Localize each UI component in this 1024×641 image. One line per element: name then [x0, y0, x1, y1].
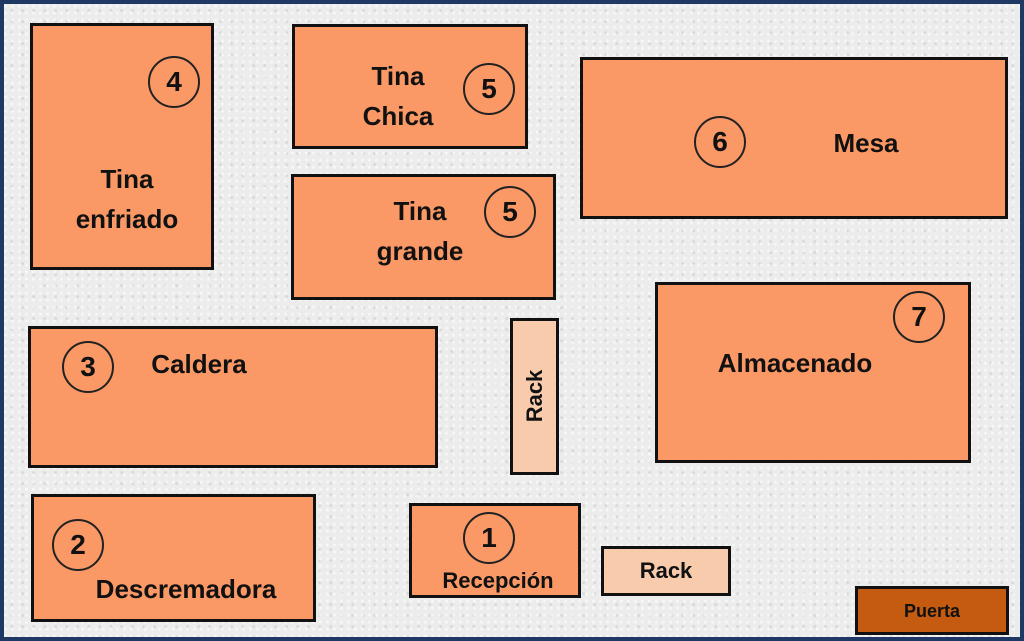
area-label-descremadora: Descremadora [95, 574, 277, 604]
rack-horizontal [601, 546, 731, 596]
door [855, 586, 1009, 635]
step-number-6: 6 [694, 116, 746, 168]
area-label-caldera: Caldera [151, 349, 247, 379]
step-number-5-grande: 5 [484, 186, 536, 238]
area-label-almacenado: Almacenado [717, 348, 873, 378]
area-label-tina-chica: Tina Chica [362, 61, 434, 131]
area-label-mesa: Mesa [833, 128, 899, 158]
step-number-3: 3 [62, 341, 114, 393]
rack-vertical [510, 318, 559, 475]
door-label: Puerta [903, 601, 961, 621]
rack-horizontal-label: Rack [639, 558, 693, 583]
step-number-5-chica: 5 [463, 63, 515, 115]
step-number-1: 1 [463, 512, 515, 564]
step-number-4: 4 [148, 56, 200, 108]
step-number-2: 2 [52, 519, 104, 571]
rack-vertical-label: Rack [522, 369, 547, 423]
area-label-tina-enfriado: Tina enfriado [75, 164, 179, 234]
area-tina-chica [292, 24, 528, 149]
area-mesa [580, 57, 1008, 219]
step-number-7: 7 [893, 291, 945, 343]
area-almacenado [655, 282, 971, 463]
area-label-recepcion: Recepción [442, 568, 554, 593]
area-label-tina-grande: Tina grande [376, 196, 464, 266]
